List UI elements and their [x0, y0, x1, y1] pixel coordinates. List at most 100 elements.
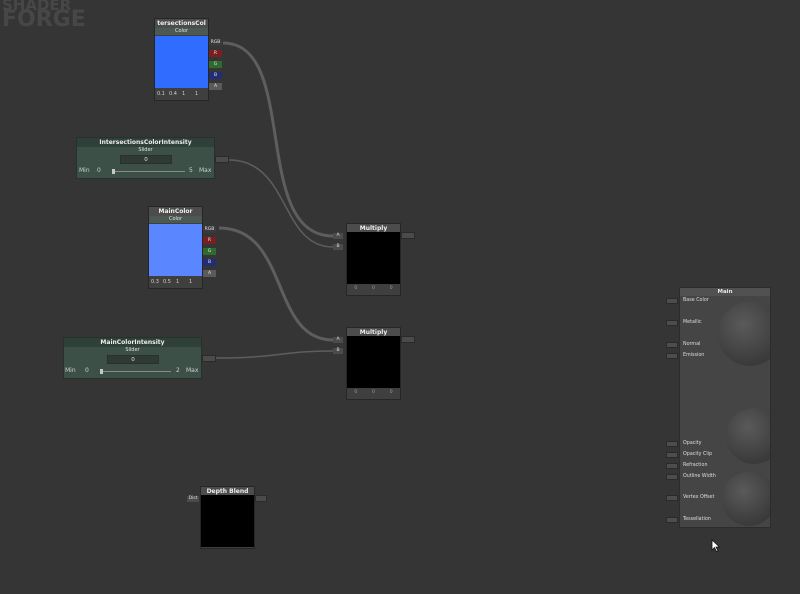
port-a[interactable]: A — [209, 83, 222, 90]
slider-track[interactable] — [101, 371, 171, 372]
preview-sphere — [722, 472, 770, 526]
preview-sphere — [718, 302, 770, 366]
slider-max-value[interactable]: 5 — [189, 167, 193, 174]
slider-max-label: Max — [186, 367, 199, 374]
slider-max-label: Max — [199, 167, 212, 174]
node-title: Multiply — [347, 224, 400, 233]
multiply-values: 0 0 0 — [347, 390, 400, 395]
value-a[interactable]: 1 — [195, 91, 199, 97]
port-rgb[interactable]: RGB — [203, 226, 216, 233]
main-input-label: Base Color — [683, 298, 709, 303]
main-input-label: Emission — [683, 353, 705, 358]
port-rgb[interactable]: RGB — [209, 39, 222, 46]
node-subtitle: Color — [149, 216, 202, 223]
input-port-b[interactable]: B — [333, 244, 343, 250]
port-r[interactable]: R — [203, 237, 216, 244]
value-a[interactable]: 1 — [189, 279, 193, 285]
main-input-socket[interactable] — [666, 452, 678, 458]
wire-intersections-intensity-to-multiply1-b — [228, 159, 334, 248]
main-input-label: Refraction — [683, 463, 708, 468]
output-port[interactable] — [215, 156, 229, 163]
value-r[interactable]: 0.1 — [157, 91, 165, 97]
slider-min-value[interactable]: 0 — [97, 167, 101, 174]
color-values-main[interactable]: 0.3 0.5 1 1 — [151, 279, 203, 285]
main-input-socket[interactable] — [666, 495, 678, 501]
value: 0 — [372, 286, 375, 291]
main-input-label: Opacity Clip — [683, 452, 713, 457]
main-input-socket[interactable] — [666, 320, 678, 326]
value-g[interactable]: 0.4 — [169, 91, 177, 97]
multiply-preview — [347, 232, 400, 284]
node-subtitle: Color — [155, 28, 208, 35]
slider-value-field[interactable]: 0 — [107, 355, 159, 364]
node-title: Multiply — [347, 328, 400, 337]
slider-min-label: Min — [65, 367, 76, 374]
slider-min-label: Min — [79, 167, 90, 174]
slider-value-field[interactable]: 0 — [120, 155, 172, 164]
slider-max-value[interactable]: 2 — [176, 367, 180, 374]
slider-track[interactable] — [113, 171, 185, 172]
main-input-label: Opacity — [683, 441, 702, 446]
main-input-socket[interactable] — [666, 517, 678, 523]
value-b[interactable]: 1 — [182, 91, 186, 97]
main-input-socket[interactable] — [666, 353, 678, 359]
preview-sphere — [726, 408, 770, 464]
output-port[interactable] — [401, 232, 415, 239]
multiply-preview — [347, 336, 400, 388]
node-title: IntersectionsColorIntensity — [77, 138, 214, 147]
output-port[interactable] — [255, 495, 267, 502]
main-input-label: Tessellation — [683, 517, 711, 522]
node-title: Depth Blend — [201, 487, 254, 496]
port-g[interactable]: G — [203, 248, 216, 255]
multiply-values: 0 0 0 — [347, 286, 400, 291]
main-input-socket[interactable] — [666, 342, 678, 348]
main-input-label: Outline Width — [683, 474, 716, 479]
depth-blend-preview — [201, 495, 254, 547]
main-input-label: Normal — [683, 342, 701, 347]
output-port[interactable] — [401, 336, 415, 343]
value: 0 — [354, 286, 358, 291]
node-subtitle: Slider — [125, 347, 140, 353]
wire-intersections-color-to-multiply1-a — [222, 41, 334, 238]
input-port-a[interactable]: A — [333, 337, 343, 343]
port-a[interactable]: A — [203, 270, 216, 277]
shaderforge-logo: SHADER FORGE — [2, 0, 86, 32]
value: 0 — [389, 390, 393, 395]
value: 0 — [389, 286, 393, 291]
color-values-intersections[interactable]: 0.1 0.4 1 1 — [157, 91, 209, 97]
logo-line-2: FORGE — [2, 7, 86, 32]
main-input-socket[interactable] — [666, 298, 678, 304]
logo-line-1: SHADER — [2, 0, 72, 14]
main-input-label: Vertex Offset — [683, 495, 715, 500]
color-swatch-intersections[interactable] — [155, 36, 208, 88]
slider-knob[interactable] — [100, 369, 103, 374]
port-b[interactable]: B — [203, 259, 216, 266]
node-main-color-intensity[interactable]: MainColorIntensity Slider — [63, 337, 202, 379]
value-g[interactable]: 0.5 — [163, 279, 171, 285]
main-panel-title: Main — [680, 288, 770, 296]
output-port[interactable] — [202, 355, 216, 362]
node-title: MainColorIntensity — [64, 338, 201, 347]
port-g[interactable]: G — [209, 61, 222, 68]
input-port-b[interactable]: B — [333, 348, 343, 354]
slider-min-value[interactable]: 0 — [85, 367, 89, 374]
main-input-socket[interactable] — [666, 441, 678, 447]
input-port-dist[interactable]: Dist — [187, 496, 199, 502]
wire-main-color-to-multiply2-a — [218, 226, 334, 342]
port-b[interactable]: B — [209, 72, 222, 79]
value-b[interactable]: 1 — [176, 279, 180, 285]
main-input-socket[interactable] — [666, 463, 678, 469]
main-input-socket[interactable] — [666, 474, 678, 480]
input-port-a[interactable]: A — [333, 233, 343, 239]
node-subtitle: Slider — [138, 147, 153, 153]
node-title: MainColor — [149, 207, 202, 216]
slider-knob[interactable] — [112, 169, 115, 174]
port-r[interactable]: R — [209, 50, 222, 57]
value-r[interactable]: 0.3 — [151, 279, 159, 285]
color-swatch-main[interactable] — [149, 224, 202, 276]
value: 0 — [372, 390, 375, 395]
mouse-cursor-icon — [711, 539, 721, 552]
value: 0 — [354, 390, 358, 395]
